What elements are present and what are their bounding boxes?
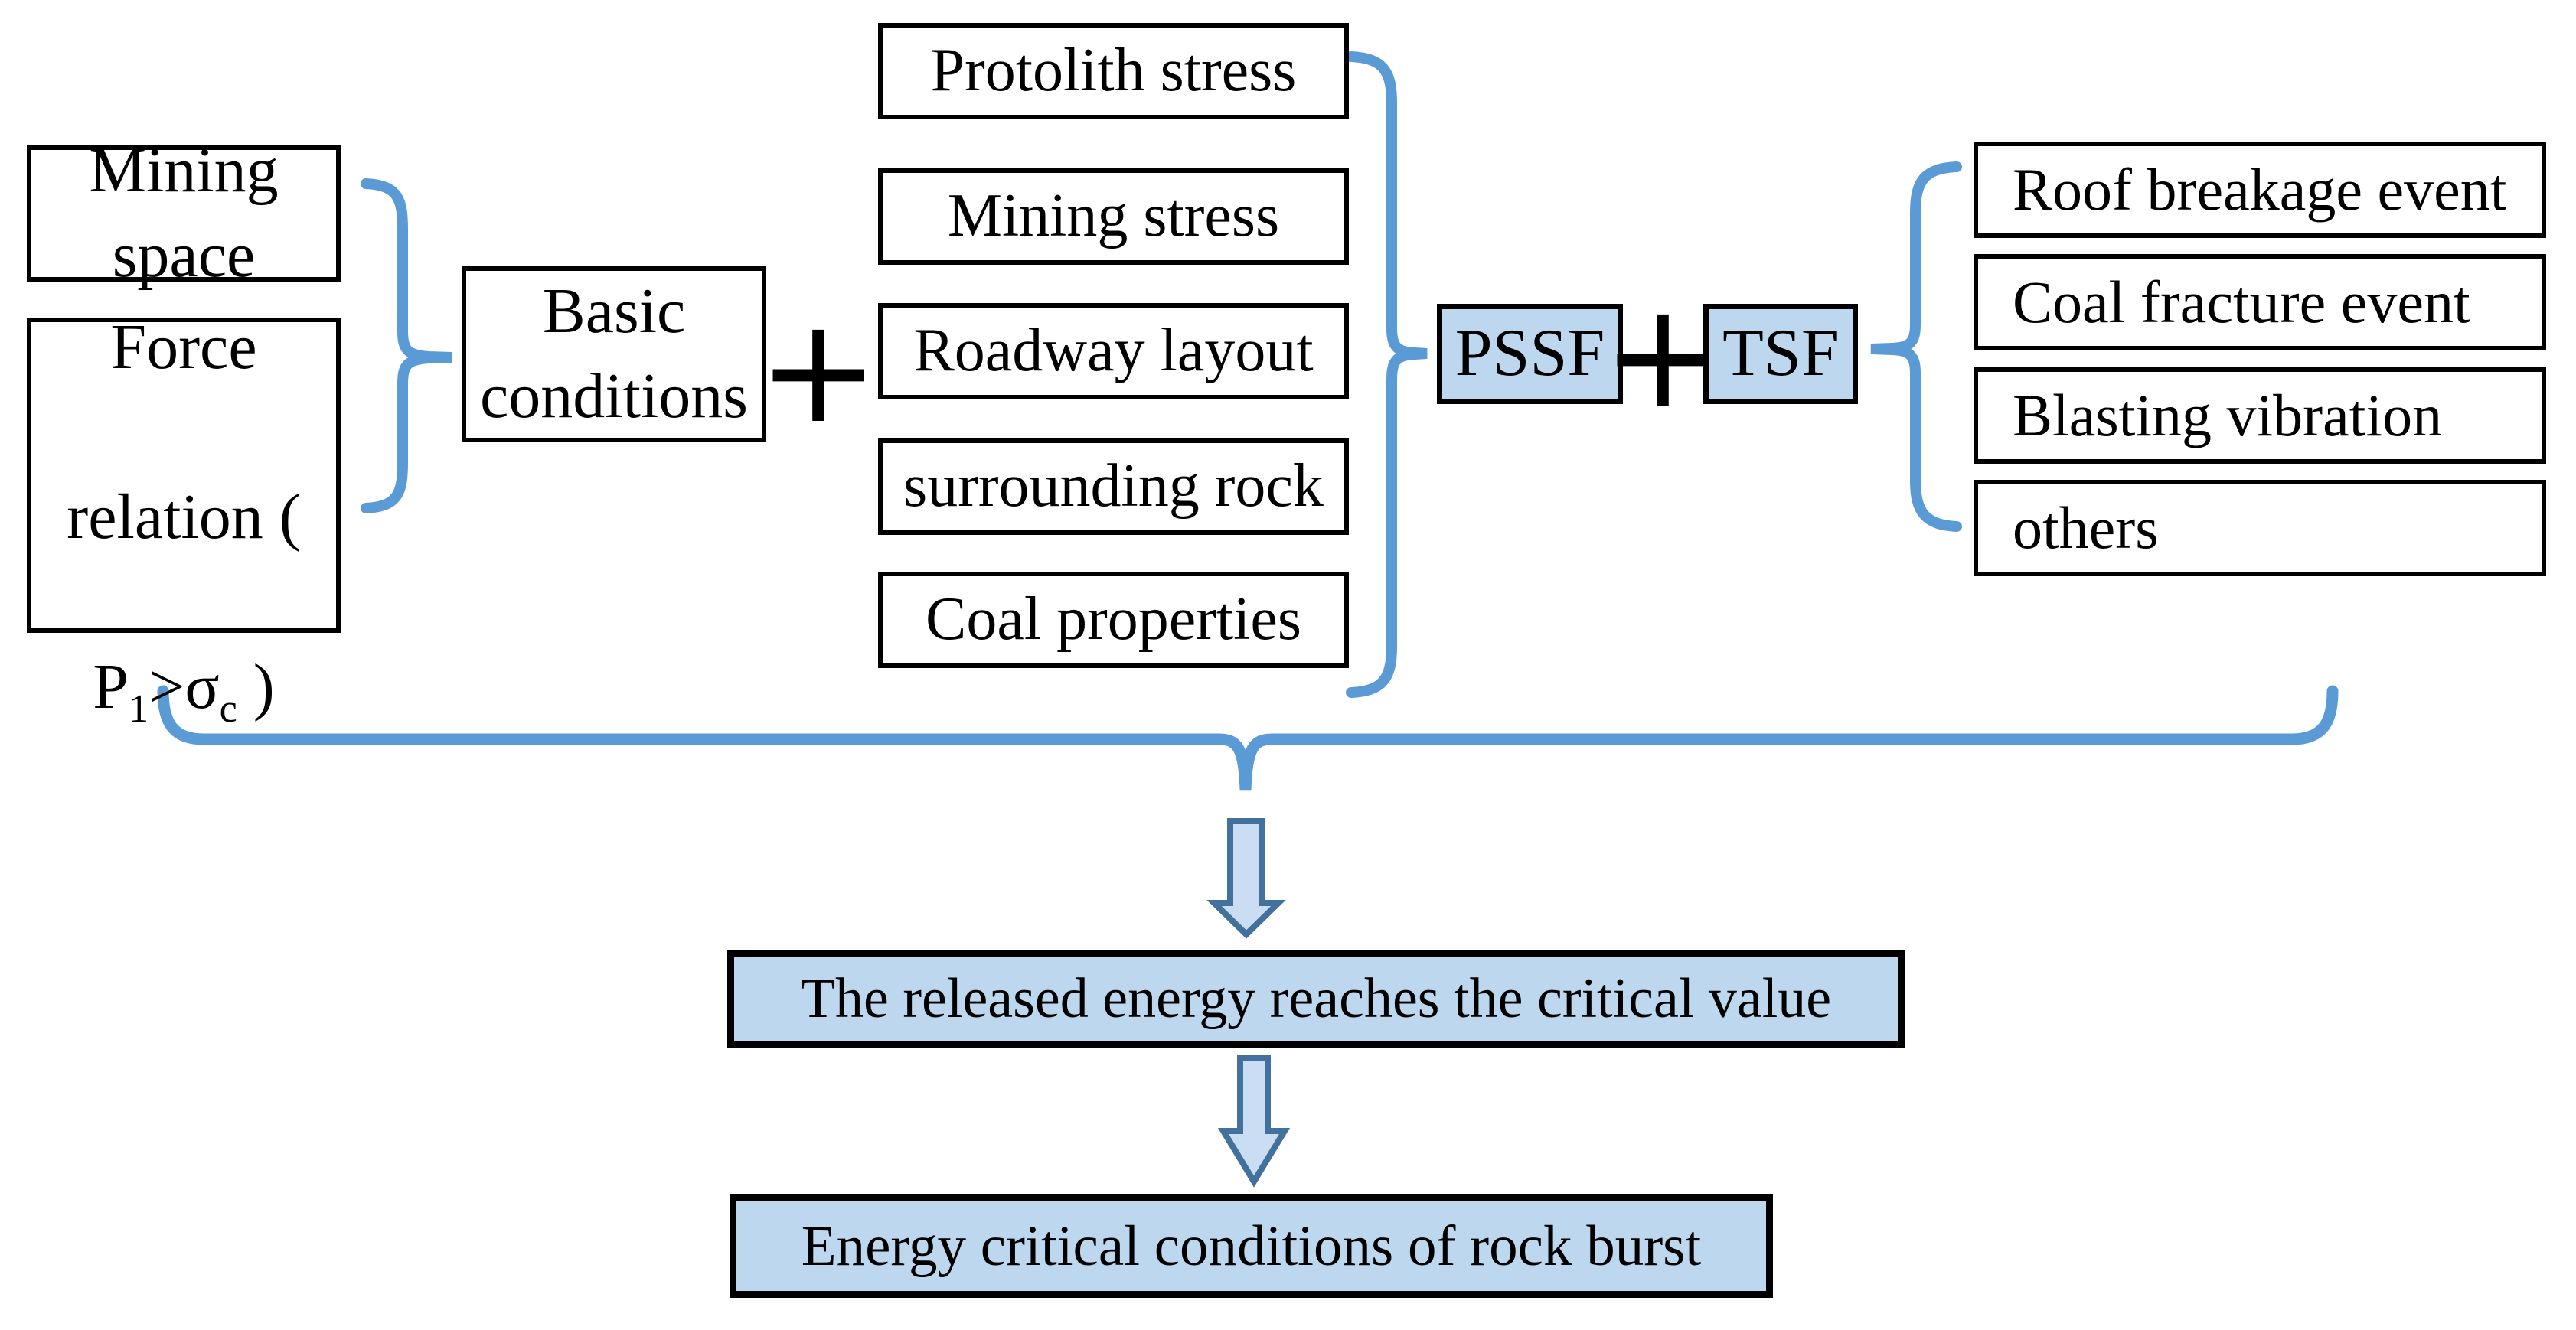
basic-conditions-box: Basic conditions (462, 266, 766, 442)
others-box: others (1974, 480, 2546, 576)
mining-stress-box: Mining stress (878, 168, 1349, 265)
plus-icon: + (757, 286, 880, 455)
down-arrow-icon (1217, 1055, 1291, 1188)
right-group-brace-icon (1870, 161, 1962, 532)
surrounding-rock-box: surrounding rock (878, 438, 1349, 535)
left-group-brace-icon (361, 178, 452, 513)
coal-fracture-event-box: Coal fracture event (1974, 254, 2546, 350)
released-energy-box: The released energy reaches the critical… (727, 950, 1905, 1048)
pssf-box: PSSF (1437, 304, 1623, 404)
energy-critical-conditions-box: Energy critical conditions of rock burst (730, 1194, 1773, 1298)
mining-space-box: Mining space (27, 135, 341, 291)
down-arrow-icon (1206, 818, 1286, 939)
force-relation-label: Force relation ( P1>σc ) (67, 311, 301, 731)
roadway-layout-box: Roadway layout (878, 303, 1349, 399)
bottom-span-brace-icon (157, 685, 2339, 791)
blasting-vibration-box: Blasting vibration (1974, 367, 2546, 464)
coal-properties-box: Coal properties (878, 572, 1349, 668)
roof-breakage-event-box: Roof breakage event (1974, 142, 2546, 238)
tsf-box: TSF (1703, 304, 1858, 404)
protolith-stress-box: Protolith stress (878, 23, 1349, 119)
middle-group-brace-icon (1346, 51, 1428, 698)
force-relation-box: Force relation ( P1>σc ) (27, 311, 341, 729)
